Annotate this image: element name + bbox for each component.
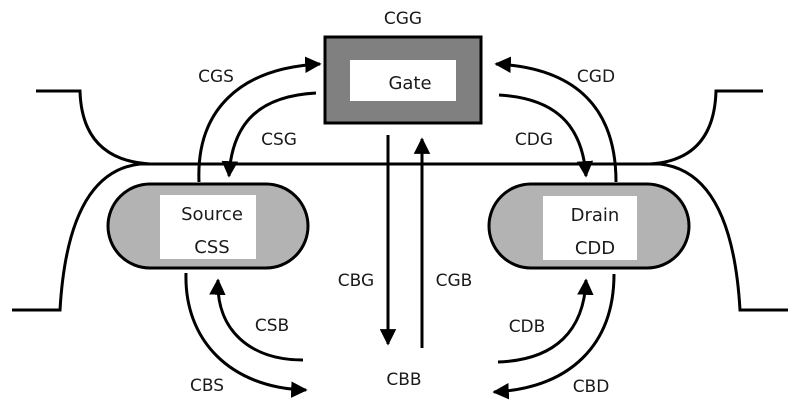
- cdb-label: CDB: [509, 317, 546, 337]
- csb-arrow: [209, 278, 304, 362]
- cbg-label: CBG: [338, 271, 374, 291]
- drain-label: Drain: [571, 205, 620, 226]
- cdg-arrow: [498, 93, 594, 178]
- csb-label: CSB: [255, 316, 289, 336]
- cbd-label: CBD: [573, 377, 610, 397]
- right-well-bottom-edge: [659, 162, 788, 312]
- cgg-label: CGG: [384, 9, 422, 29]
- gate-node: Gate CGG: [323, 9, 483, 125]
- drain-node: Drain CDD: [487, 182, 691, 270]
- csg-label: CSG: [261, 130, 297, 150]
- cdb-arrow: [497, 278, 594, 364]
- left-well-top-edge: [36, 89, 151, 166]
- gate-label-box: [350, 60, 456, 101]
- gate-label: Gate: [388, 73, 431, 94]
- css-label: CSS: [194, 237, 229, 258]
- source-node: Source CSS: [106, 182, 310, 270]
- right-well-top-edge: [649, 89, 763, 166]
- cbs-arrow: [184, 272, 308, 398]
- source-label-box: [160, 195, 256, 259]
- cgd-label: CGD: [577, 67, 615, 87]
- left-well-bottom-edge: [12, 162, 141, 312]
- cbb-label: CBB: [386, 370, 421, 390]
- cgb-label: CGB: [436, 271, 473, 291]
- cbs-label: CBS: [190, 376, 224, 396]
- cdg-label: CDG: [515, 130, 553, 150]
- cgs-arrow: [197, 56, 322, 183]
- cdd-label: CDD: [575, 238, 615, 259]
- drain-label-box: [543, 196, 637, 260]
- csg-arrow: [221, 91, 317, 178]
- cgs-label: CGS: [198, 67, 234, 87]
- cbd-arrow: [492, 273, 616, 400]
- source-label: Source: [181, 204, 243, 225]
- cgd-arrow: [494, 56, 618, 183]
